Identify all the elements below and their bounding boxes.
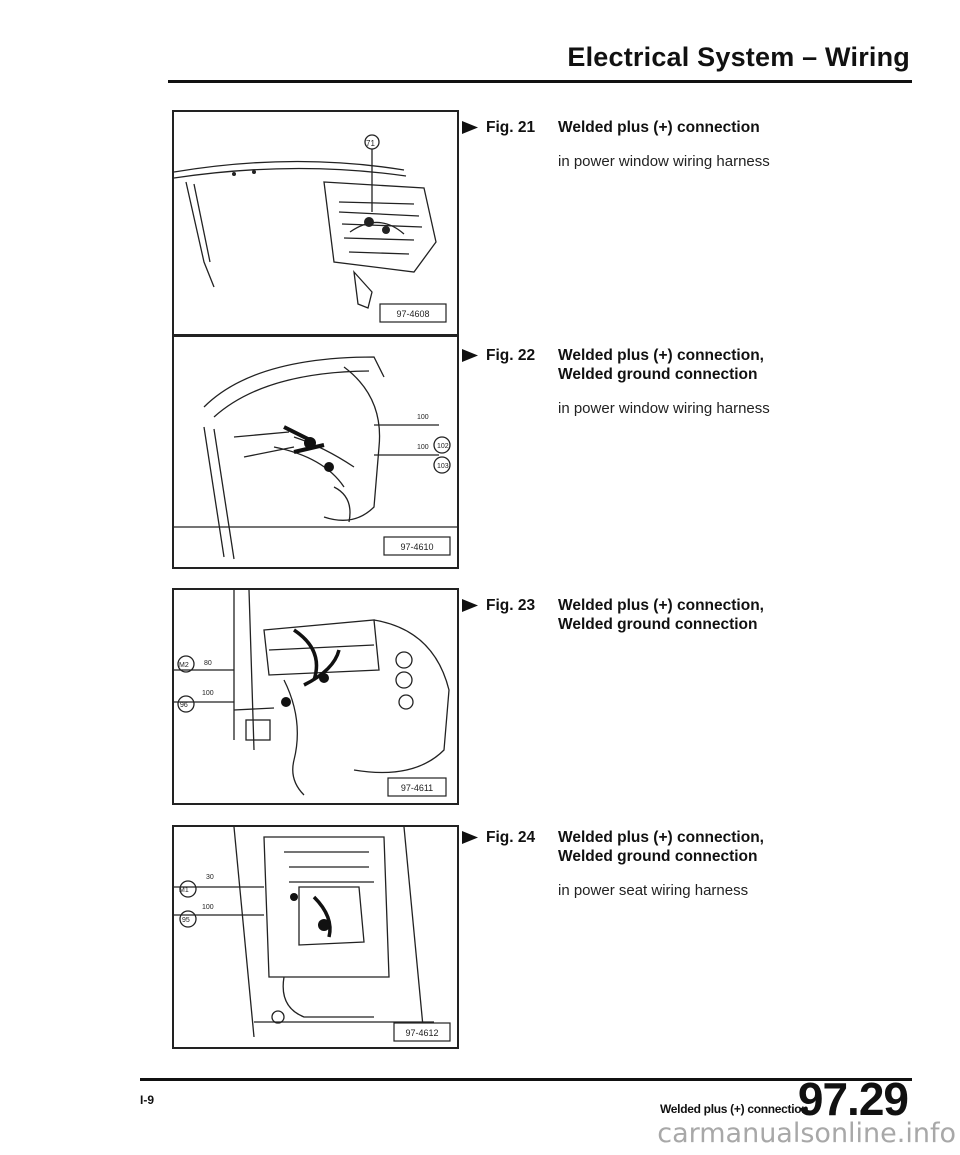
figure-ref-code: 97-4611 <box>401 783 433 793</box>
pointer-arrow-icon <box>462 599 478 612</box>
callout-100: 100 <box>202 690 214 697</box>
page-number: I-9 <box>140 1093 155 1107</box>
figure-ref-code: 97-4608 <box>396 309 429 319</box>
section-number: 97.29 <box>797 1073 909 1125</box>
figure-title-line: Welded plus (+) connection, <box>558 597 764 614</box>
figure-subtitle: in power window wiring harness <box>558 400 770 417</box>
page-title: Electrical System – Wiring <box>567 42 910 72</box>
figure-21-illustration: 71 97-4608 <box>172 110 459 336</box>
pointer-arrow-icon <box>462 831 478 844</box>
figure-ref-code: 97-4612 <box>405 1028 438 1038</box>
footer-rule <box>140 1078 912 1081</box>
figure-title-line: Welded plus (+) connection, <box>558 347 764 364</box>
figure-title-line: Welded plus (+) connection <box>558 119 760 136</box>
figure-subtitle: in power window wiring harness <box>558 153 770 170</box>
watermark: carmanualsonline.info <box>657 1118 956 1149</box>
figure-22-caption: Fig. 22 Welded plus (+) connection, Weld… <box>462 346 902 417</box>
figure-23-illustration: M2 80 100 96 97-4611 <box>172 588 459 805</box>
figure-title-line: Welded ground connection <box>558 616 758 633</box>
figure-title-line: Welded ground connection <box>558 366 758 383</box>
figure-label: Fig. 24 <box>486 829 536 846</box>
figure-title-line: Welded ground connection <box>558 848 758 865</box>
figure-ref-code: 97-4610 <box>400 542 433 552</box>
callout-95: 95 <box>182 917 190 924</box>
callout-100-a: 100 <box>417 414 429 421</box>
callout-103: 103 <box>437 463 449 470</box>
figure-21-caption: Fig. 21 Welded plus (+) connection in po… <box>462 118 902 170</box>
figure-subtitle: in power seat wiring harness <box>558 882 749 899</box>
figure-24-caption: Fig. 24 Welded plus (+) connection, Weld… <box>462 828 902 899</box>
footer-topic: Welded plus (+) connection <box>660 1102 809 1116</box>
figure-23-caption: Fig. 23 Welded plus (+) connection, Weld… <box>462 596 902 634</box>
figure-title-line: Welded plus (+) connection, <box>558 829 764 846</box>
callout-80: 80 <box>204 660 212 667</box>
callout-102: 102 <box>437 443 449 450</box>
callout-100: 100 <box>202 904 214 911</box>
callout-71: 71 <box>366 139 375 148</box>
pointer-arrow-icon <box>462 121 478 134</box>
figure-label: Fig. 22 <box>486 347 536 364</box>
header-rule <box>168 80 912 83</box>
callout-96: 96 <box>180 702 188 709</box>
callout-30: 30 <box>206 874 214 881</box>
figure-22-illustration: 100 102 100 103 97-4610 <box>172 335 459 569</box>
callout-100-b: 100 <box>417 444 429 451</box>
callout-m1: M1 <box>179 887 189 894</box>
figure-label: Fig. 21 <box>486 119 536 136</box>
pointer-arrow-icon <box>462 349 478 362</box>
figure-24-illustration: M1 30 100 95 97-4612 <box>172 825 459 1049</box>
callout-m2: M2 <box>179 662 189 669</box>
figure-label: Fig. 23 <box>486 597 536 614</box>
